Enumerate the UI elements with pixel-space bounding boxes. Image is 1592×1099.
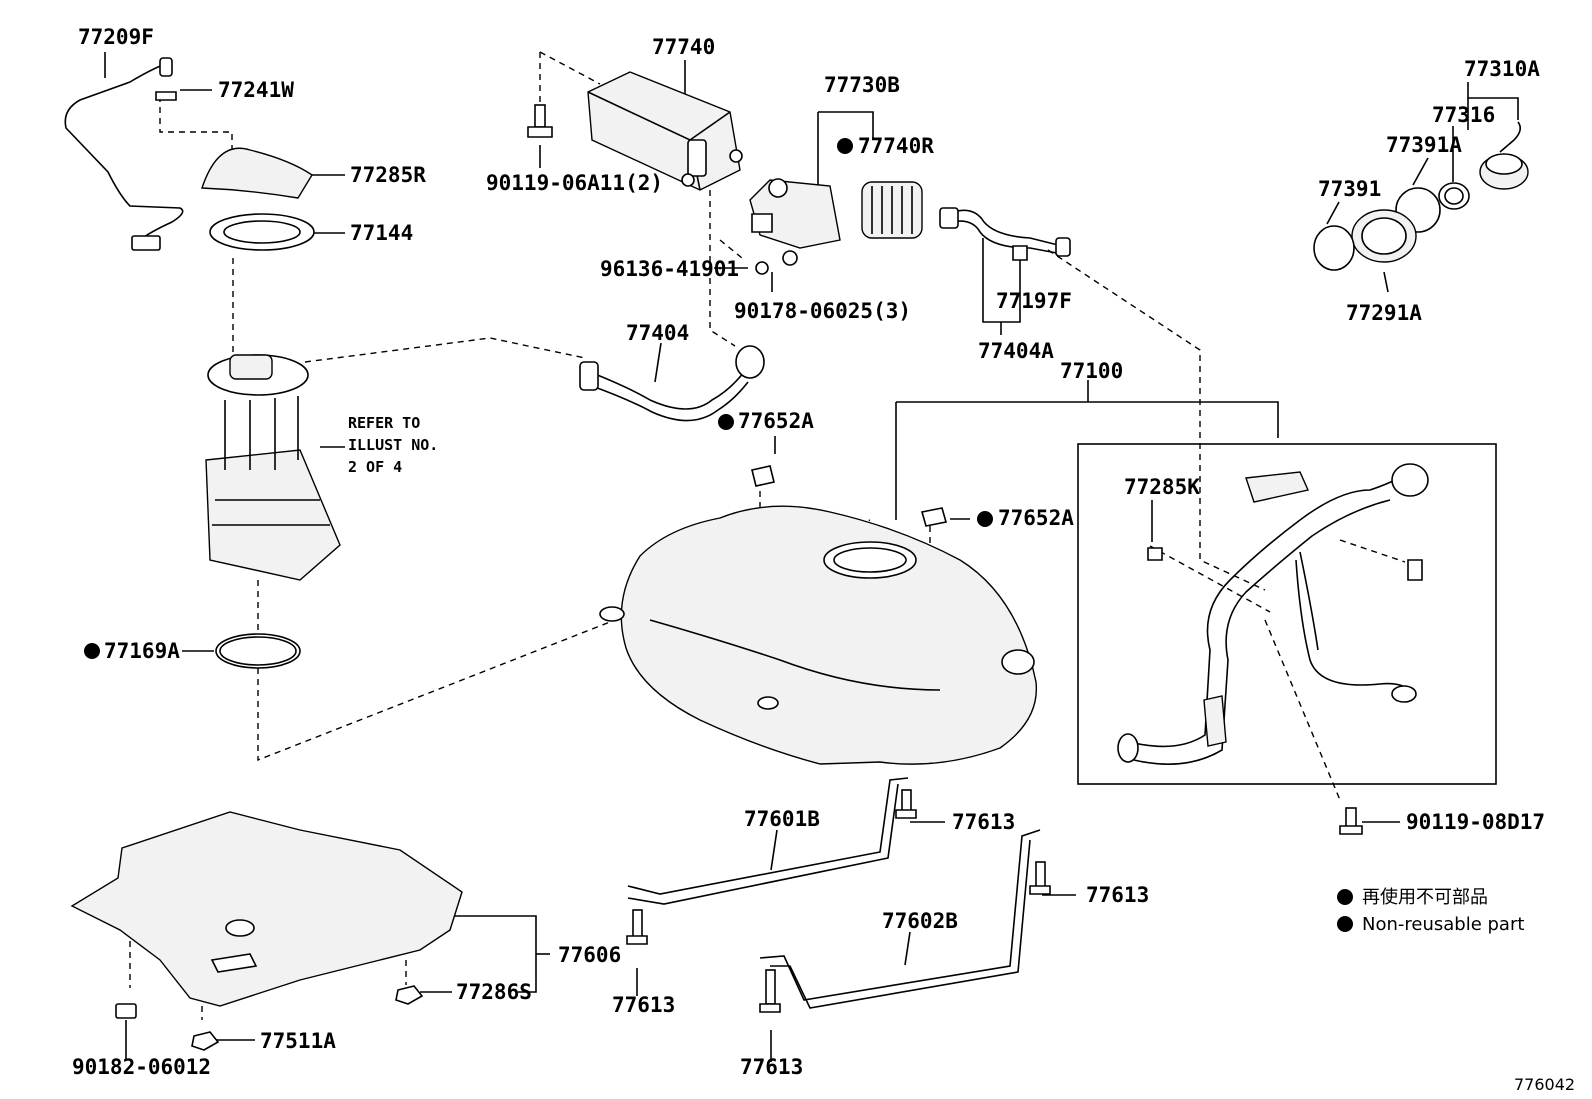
label-77652A-right: 77652A (998, 506, 1074, 530)
refer-note-line-2: ILLUST NO. (348, 436, 438, 454)
bolt-90119-08D17 (1339, 807, 1363, 835)
label-77602B: 77602B (882, 909, 958, 933)
inlet-pipe-box (1077, 443, 1497, 785)
label-77730B: 77730B (824, 73, 900, 97)
label-77144: 77144 (350, 221, 413, 245)
legend-dot (1337, 916, 1353, 932)
non-reusable-dot (84, 643, 100, 659)
label-90178-06025: 90178-06025(3) (734, 299, 911, 323)
bolt-90119-06A11 (527, 104, 553, 138)
label-77310A: 77310A (1464, 57, 1540, 81)
label-90119-08D17: 90119-08D17 (1406, 810, 1545, 834)
bolt-77613-d (759, 969, 781, 1013)
clip-77197F (1012, 245, 1028, 261)
valve-assembly-77730B (749, 178, 841, 249)
hose-77404A (939, 207, 1071, 257)
part-number-labels: 77209F 77241W 77285R 77144 77740 90119-0… (72, 25, 1545, 1079)
clip-77241W (155, 91, 177, 101)
fuel-tank-77100 (599, 505, 1038, 765)
label-77197F: 77197F (996, 289, 1072, 313)
band-77602B (759, 829, 1041, 1009)
washer-90178-06025 (782, 250, 798, 266)
band-77601B (627, 777, 909, 905)
fuel-cap-77310A (1479, 121, 1529, 190)
figure-reference-number: 776042 (1514, 1075, 1575, 1094)
hose-77404 (579, 345, 765, 422)
nut-90182-06012 (115, 1003, 137, 1019)
label-77241W: 77241W (218, 78, 294, 102)
gasket-77391 (1313, 225, 1355, 271)
bolt-77613-a (895, 789, 917, 819)
label-77613-a: 77613 (952, 810, 1015, 834)
label-77511A: 77511A (260, 1029, 336, 1053)
label-77404: 77404 (626, 321, 689, 345)
label-77652A-pieces (751, 465, 948, 527)
label-77169A: 77169A (104, 639, 180, 663)
label-77391A: 77391A (1386, 133, 1462, 157)
label-77613-b: 77613 (1086, 883, 1149, 907)
non-reusable-dot (977, 511, 993, 527)
label-77286S: 77286S (456, 980, 532, 1004)
legend: 再使用不可部品 Non-reusable part (1362, 887, 1524, 935)
legend-dot (1337, 889, 1353, 905)
label-77285K: 77285K (1124, 475, 1200, 499)
label-77209F: 77209F (78, 25, 154, 49)
label-90182-06012: 90182-06012 (72, 1055, 211, 1079)
refer-note: REFER TO ILLUST NO. 2 OF 4 (348, 414, 438, 476)
protector-77606 (70, 811, 463, 1007)
leader-lines (104, 52, 1519, 1062)
label-77100: 77100 (1060, 359, 1123, 383)
label-77285R: 77285R (350, 163, 426, 187)
gasket-77316 (1438, 182, 1470, 210)
gasket-77169A (215, 633, 301, 669)
cover-77285R (201, 147, 313, 199)
bolt-77613-c (626, 909, 648, 945)
legend-en: Non-reusable part (1362, 914, 1524, 935)
non-reusable-dot (718, 414, 734, 430)
label-77606: 77606 (558, 943, 621, 967)
label-77391: 77391 (1318, 177, 1381, 201)
sender-tube-77209F (64, 57, 184, 251)
filter-77740R (861, 181, 923, 239)
label-96136-41901: 96136-41901 (600, 257, 739, 281)
non-reusable-dot (837, 138, 853, 154)
label-77316: 77316 (1432, 103, 1495, 127)
label-77652A-top: 77652A (738, 409, 814, 433)
fuel-pump-module (205, 354, 341, 581)
label-77613-c: 77613 (612, 993, 675, 1017)
legend-jp: 再使用不可部品 (1362, 887, 1488, 908)
clip-77286S (395, 985, 424, 1005)
retainer-ring-77144 (209, 213, 315, 251)
label-77740R: 77740R (858, 134, 934, 158)
refer-note-line-3: 2 OF 4 (348, 458, 402, 476)
label-77740: 77740 (652, 35, 715, 59)
bolt-77613-b (1029, 861, 1051, 895)
label-77291A: 77291A (1346, 301, 1422, 325)
label-77601B: 77601B (744, 807, 820, 831)
housing-77291A (1351, 209, 1417, 263)
refer-note-line-1: REFER TO (348, 414, 420, 432)
canister-77740 (587, 71, 743, 191)
clamp-96136-41901 (755, 261, 769, 275)
label-77613-d: 77613 (740, 1055, 803, 1079)
label-90119-06A11: 90119-06A11(2) (486, 171, 663, 195)
clip-77511A (191, 1031, 220, 1051)
label-77404A: 77404A (978, 339, 1054, 363)
